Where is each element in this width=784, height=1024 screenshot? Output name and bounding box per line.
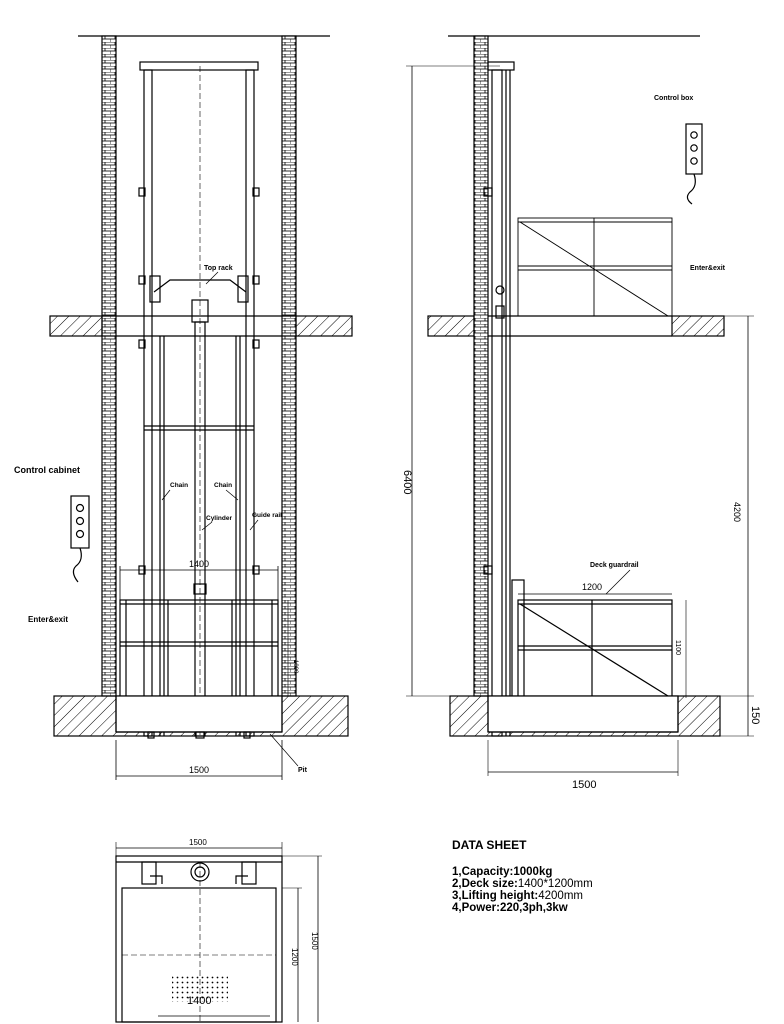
dim-1500-front: 1500: [189, 765, 209, 775]
plan-view-labels: 1500 1200 1500 1400: [187, 838, 319, 1007]
top-rack-label: Top rack: [204, 265, 233, 272]
dim-1400-plan: 1400: [187, 995, 211, 1007]
chain-label-left: Chain: [170, 482, 188, 489]
control-cabinet: [70, 495, 90, 549]
side-floor-right: [671, 315, 725, 337]
dim-4200: 4200: [732, 502, 742, 522]
dim-rail-front: 1000: [292, 660, 298, 674]
side-car-cage: [517, 599, 673, 699]
data-sheet-line: 1,Capacity:1000kg: [452, 866, 553, 878]
left-brick-wall: [101, 35, 117, 697]
side-brick-wall: [473, 35, 489, 697]
chain-label-right: Chain: [214, 482, 232, 489]
front-view-labels: Top rack Chain Chain Cylinder Guide rail…: [14, 265, 308, 775]
data-sheet: DATA SHEET 1,Capacity:1000kg 2,Deck size…: [452, 838, 752, 914]
dim-1100-side: 1100: [674, 640, 681, 655]
deck-guardrail-label: Deck guardrail: [590, 562, 639, 569]
dim-1400-front: 1400: [189, 559, 209, 569]
enter-exit-label: Enter&exit: [28, 615, 68, 624]
dim-1200-side: 1200: [582, 582, 602, 592]
pit-label: Pit: [298, 767, 308, 774]
control-box-label: Control box: [654, 95, 693, 102]
dim-1500-plan-top: 1500: [189, 838, 207, 847]
data-sheet-line: 2,Deck size:1400*1200mm: [452, 878, 593, 890]
front-view: [49, 35, 353, 780]
side-view: [406, 35, 754, 776]
right-brick-wall: [281, 35, 297, 697]
control-cabinet-label: Control cabinet: [14, 465, 80, 475]
side-enter-exit-label: Enter&exit: [690, 265, 726, 272]
side-floor-left: [427, 315, 475, 337]
dim-1200-plan: 1200: [290, 948, 299, 966]
floor-slab-left: [49, 315, 103, 337]
cylinder-label: Cylinder: [206, 515, 232, 522]
guide-rail-label: Guide rail: [252, 512, 282, 519]
plan-view: [115, 842, 322, 1023]
side-view-labels: Control box Enter&exit Deck guardrail 64…: [401, 95, 761, 791]
dim-1500-plan-outer: 1500: [310, 932, 319, 950]
dim-1500-side: 1500: [572, 779, 596, 791]
floor-slab-right: [295, 315, 353, 337]
data-sheet-line: 4,Power:220,3ph,3kw: [452, 902, 568, 914]
data-sheet-line: 3,Lifting height:4200mm: [452, 890, 583, 902]
data-sheet-title: DATA SHEET: [452, 838, 527, 852]
dim-150-side: 150: [749, 706, 761, 724]
dim-6400: 6400: [401, 470, 413, 494]
